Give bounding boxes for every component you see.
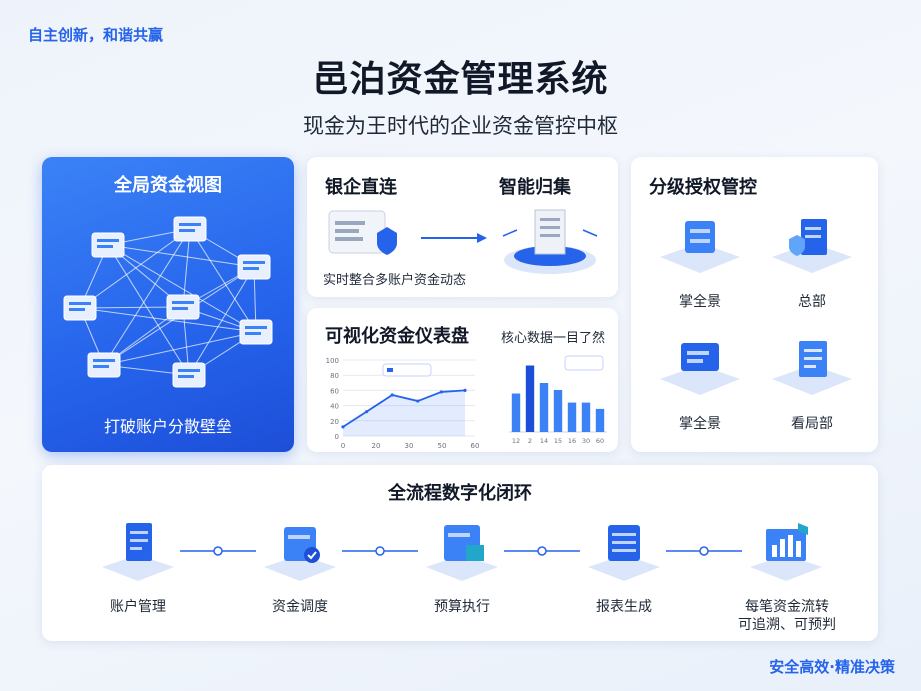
server-platform-icon bbox=[502, 209, 598, 274]
x-tick-label: 12 bbox=[512, 437, 520, 445]
server-stack-icon bbox=[660, 221, 740, 273]
global-view-caption: 打破账户分散壁垒 bbox=[103, 417, 232, 436]
x-tick-label: 2 bbox=[528, 437, 532, 445]
x-tick-label: 30 bbox=[582, 437, 590, 445]
page-title: 邑泊资金管理系统 bbox=[312, 59, 609, 100]
x-tick-label: 15 bbox=[554, 437, 562, 445]
global-view-card: 全局资金视图 打破账户分散壁垒 bbox=[42, 157, 294, 452]
bar bbox=[567, 402, 577, 432]
account-node-icon bbox=[173, 216, 207, 242]
bar bbox=[553, 390, 563, 432]
slogan: 自主创新，和谐共赢 bbox=[28, 26, 164, 44]
server-icon bbox=[426, 525, 498, 581]
workflow-step-1: 账户管理 bbox=[110, 599, 166, 615]
workflow-step-2: 资金调度 bbox=[272, 599, 328, 615]
database-icon bbox=[588, 525, 660, 581]
collect-title: 智能归集 bbox=[499, 177, 571, 198]
tiered-label-2: 总部 bbox=[798, 294, 826, 310]
bar bbox=[511, 393, 521, 432]
bar bbox=[525, 365, 535, 432]
x-tick-label: 60 bbox=[471, 442, 480, 450]
dashboard-subtitle: 核心数据一目了然 bbox=[501, 331, 606, 346]
account-node-icon bbox=[87, 352, 121, 378]
workflow-step-4: 报表生成 bbox=[596, 599, 652, 615]
workflow-step-5: 每笔资金流转 bbox=[745, 599, 829, 615]
global-view-title: 全局资金视图 bbox=[114, 175, 222, 196]
tooltip-marker bbox=[387, 368, 393, 372]
tiered-title: 分级授权管控 bbox=[649, 177, 757, 198]
bar bbox=[539, 383, 549, 432]
workflow-step-3: 预算执行 bbox=[434, 599, 490, 615]
line-point bbox=[341, 425, 345, 429]
account-network-diagram bbox=[63, 216, 273, 388]
tiered-label-4: 看局部 bbox=[791, 416, 833, 432]
document-shield-icon bbox=[772, 219, 852, 273]
footer-tagline: 安全高效·精准决策 bbox=[769, 658, 895, 676]
page-subtitle: 现金为王时代的企业资金管控中枢 bbox=[303, 114, 618, 138]
account-node-icon bbox=[63, 295, 97, 321]
bar bbox=[581, 402, 591, 432]
y-tick-label: 0 bbox=[335, 433, 339, 441]
y-tick-label: 80 bbox=[330, 372, 339, 380]
x-tick-label: 50 bbox=[438, 442, 447, 450]
server-check-icon bbox=[264, 527, 336, 581]
line-point bbox=[463, 388, 467, 392]
line-point bbox=[416, 399, 420, 403]
y-tick-label: 40 bbox=[330, 403, 339, 411]
arrow-right-icon bbox=[421, 233, 487, 243]
workflow-title: 全流程数字化闭环 bbox=[388, 483, 532, 504]
building-chart-icon bbox=[750, 523, 822, 581]
monitor-stack-icon bbox=[660, 343, 740, 395]
bar-chart: 12 2 14 15 16 30 60 bbox=[509, 355, 607, 445]
x-tick-label: 14 bbox=[540, 437, 548, 445]
account-node-icon bbox=[239, 319, 273, 345]
bank-link-title: 银企直连 bbox=[325, 177, 397, 198]
line-area bbox=[343, 390, 465, 436]
bar bbox=[595, 408, 605, 432]
x-tick-label: 20 bbox=[372, 442, 381, 450]
document-stack-icon bbox=[772, 341, 852, 395]
tooltip-box bbox=[382, 363, 432, 377]
line-series bbox=[342, 389, 466, 428]
y-tick-label: 100 bbox=[326, 357, 339, 365]
account-node-icon bbox=[237, 254, 271, 280]
account-node-icon bbox=[172, 362, 206, 388]
x-tick-label: 30 bbox=[405, 442, 414, 450]
line-chart: 100 80 60 40 20 00 20 30 50 60 bbox=[326, 357, 480, 450]
dashboard-title: 可视化资金仪表盘 bbox=[325, 326, 469, 347]
account-node-icon bbox=[91, 232, 125, 258]
tiered-label-3: 掌全景 bbox=[679, 416, 721, 432]
tiered-auth-card: 分级授权管控 掌全景 总部 掌全景 看局部 bbox=[631, 157, 878, 452]
bank-terminal-icon bbox=[328, 210, 397, 255]
workflow-step-5-sub: 可追溯、可预判 bbox=[738, 617, 836, 633]
x-tick-label: 0 bbox=[341, 442, 345, 450]
line-point bbox=[365, 410, 369, 414]
x-tick-label: 16 bbox=[568, 437, 576, 445]
workflow-card: 全流程数字化闭环 账户管理 资金调度 预算执行 报表生成 每笔 bbox=[42, 465, 878, 641]
account-node-icon bbox=[166, 294, 200, 320]
line-point bbox=[439, 390, 443, 394]
y-tick-label: 60 bbox=[330, 387, 339, 395]
line-point bbox=[390, 393, 394, 397]
legend-box bbox=[564, 355, 604, 371]
bank-link-card: 银企直连 智能归集 实时整合多账户资金动态 bbox=[307, 157, 618, 297]
document-icon bbox=[102, 523, 174, 581]
bank-link-caption: 实时整合多账户资金动态 bbox=[323, 273, 467, 288]
workflow-connectors bbox=[180, 546, 742, 556]
x-tick-label: 60 bbox=[596, 437, 604, 445]
y-tick-label: 20 bbox=[330, 418, 339, 426]
tiered-label-1: 掌全景 bbox=[679, 294, 721, 310]
